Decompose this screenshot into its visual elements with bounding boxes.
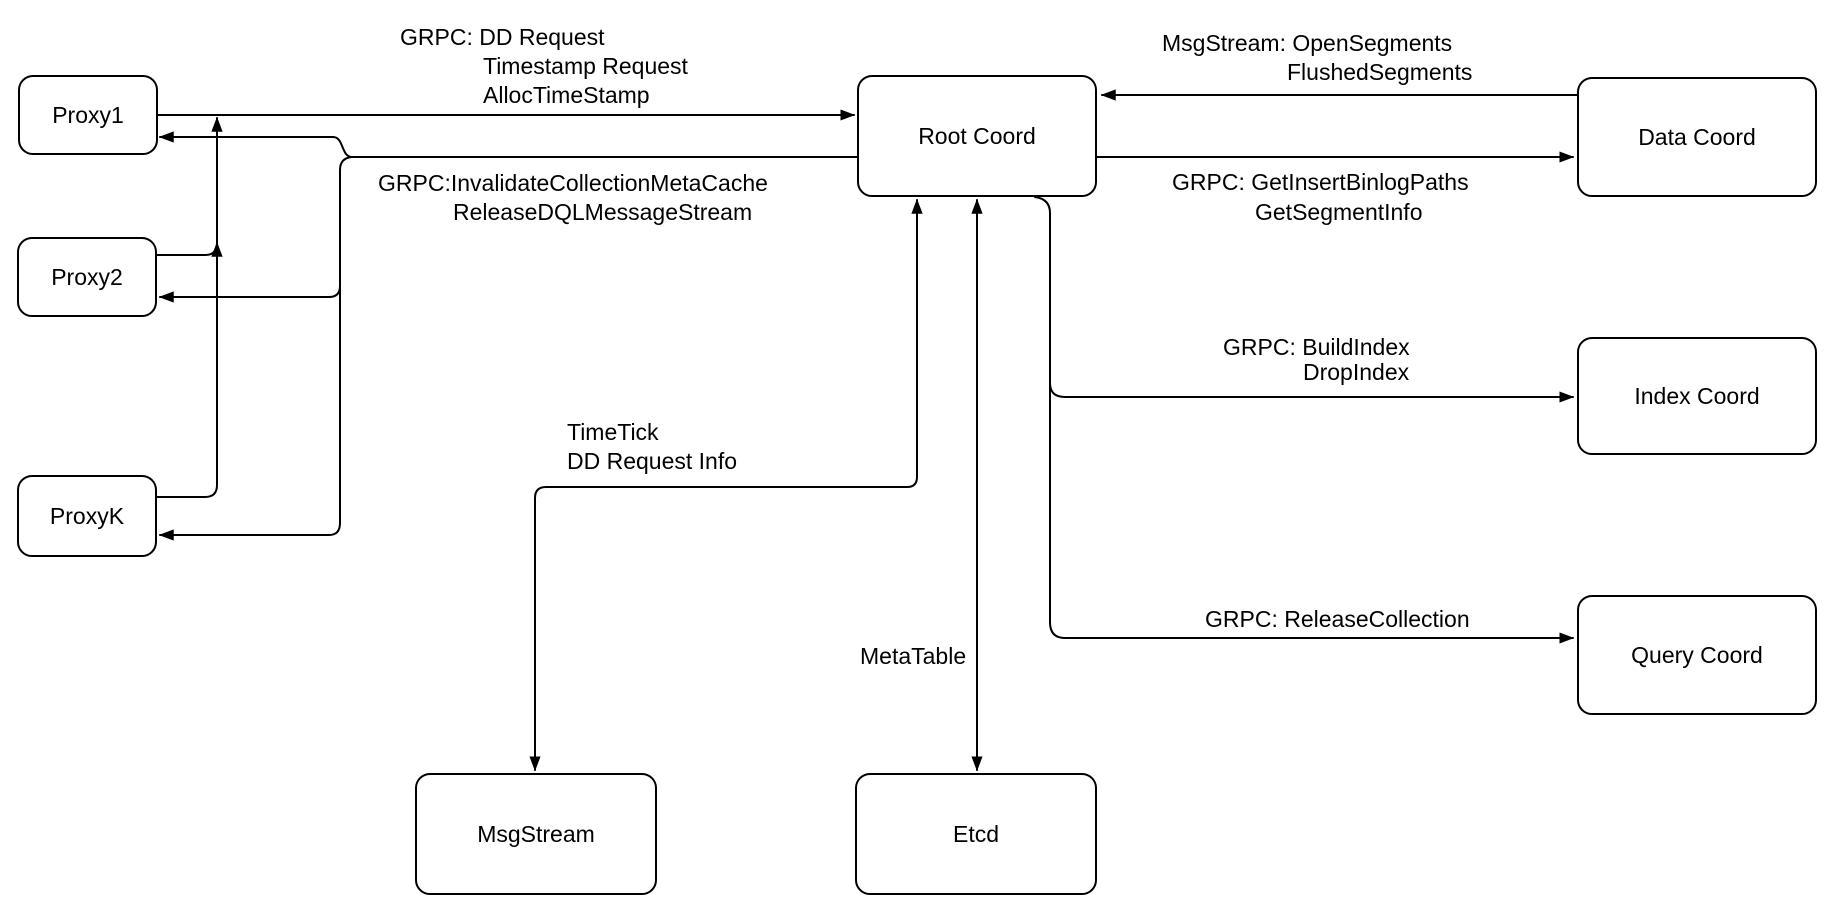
edge-rootcoord-msgstream-link	[529, 198, 923, 772]
edge-return-to-proxyk	[158, 522, 341, 541]
node-label-query-coord: Query Coord	[1631, 641, 1763, 668]
node-label-data-coord: Data Coord	[1638, 123, 1756, 150]
label-grpc-dd-request-line1: GRPC: DD Request	[400, 24, 605, 50]
node-label-msgstream: MsgStream	[477, 820, 595, 847]
edge-proxyk-merge-up	[156, 116, 223, 498]
label-grpc-invalidate-cache-line2: ReleaseDQLMessageStream	[453, 199, 753, 225]
label-grpc-dd-request-line3: AllocTimeStamp	[483, 82, 650, 108]
label-timetick-line1: TimeTick	[567, 419, 659, 445]
node-msgstream[interactable]: MsgStream	[415, 773, 657, 895]
node-query-coord[interactable]: Query Coord	[1577, 595, 1817, 715]
node-proxy2[interactable]: Proxy2	[17, 237, 157, 317]
label-timetick-line2: DD Request Info	[567, 448, 738, 474]
label-grpc-buildindex-line2: DropIndex	[1303, 359, 1410, 385]
node-proxy1[interactable]: Proxy1	[18, 75, 158, 155]
edge-proxy2-merge-up	[156, 241, 223, 257]
label-grpc-releasecollection: GRPC: ReleaseCollection	[1205, 606, 1470, 632]
node-index-coord[interactable]: Index Coord	[1577, 337, 1817, 455]
node-root-coord[interactable]: Root Coord	[857, 75, 1097, 197]
node-proxyk[interactable]: ProxyK	[17, 475, 157, 557]
edge-rootcoord-to-querycoord	[1034, 196, 1575, 644]
node-label-index-coord: Index Coord	[1634, 382, 1760, 409]
node-label-proxy2: Proxy2	[51, 263, 123, 290]
node-label-root-coord: Root Coord	[918, 122, 1036, 149]
label-grpc-insert-binlog-line1: GRPC: GetInsertBinlogPaths	[1172, 169, 1469, 195]
label-msgstream-segments-line1: MsgStream: OpenSegments	[1162, 30, 1453, 56]
label-metatable: MetaTable	[860, 643, 967, 669]
edge-rootcoord-to-indexcoord	[1049, 382, 1575, 403]
edge-rootcoord-to-proxy1-return	[158, 131, 858, 158]
label-grpc-buildindex-line1: GRPC: BuildIndex	[1223, 334, 1410, 360]
node-label-etcd: Etcd	[952, 820, 1000, 847]
edge-return-to-proxy2	[158, 285, 341, 303]
node-etcd[interactable]: Etcd	[855, 773, 1097, 895]
node-label-proxy1: Proxy1	[52, 101, 124, 128]
label-msgstream-segments-line2: FlushedSegments	[1287, 59, 1473, 85]
label-grpc-invalidate-cache-line1: GRPC:InvalidateCollectionMetaCache	[378, 170, 768, 196]
node-data-coord[interactable]: Data Coord	[1577, 77, 1817, 197]
label-grpc-insert-binlog-line2: GetSegmentInfo	[1255, 199, 1423, 225]
edge-return-branch-vertical	[339, 156, 353, 524]
node-label-proxyk: ProxyK	[49, 502, 125, 529]
label-grpc-dd-request-line2: Timestamp Request	[483, 53, 688, 79]
